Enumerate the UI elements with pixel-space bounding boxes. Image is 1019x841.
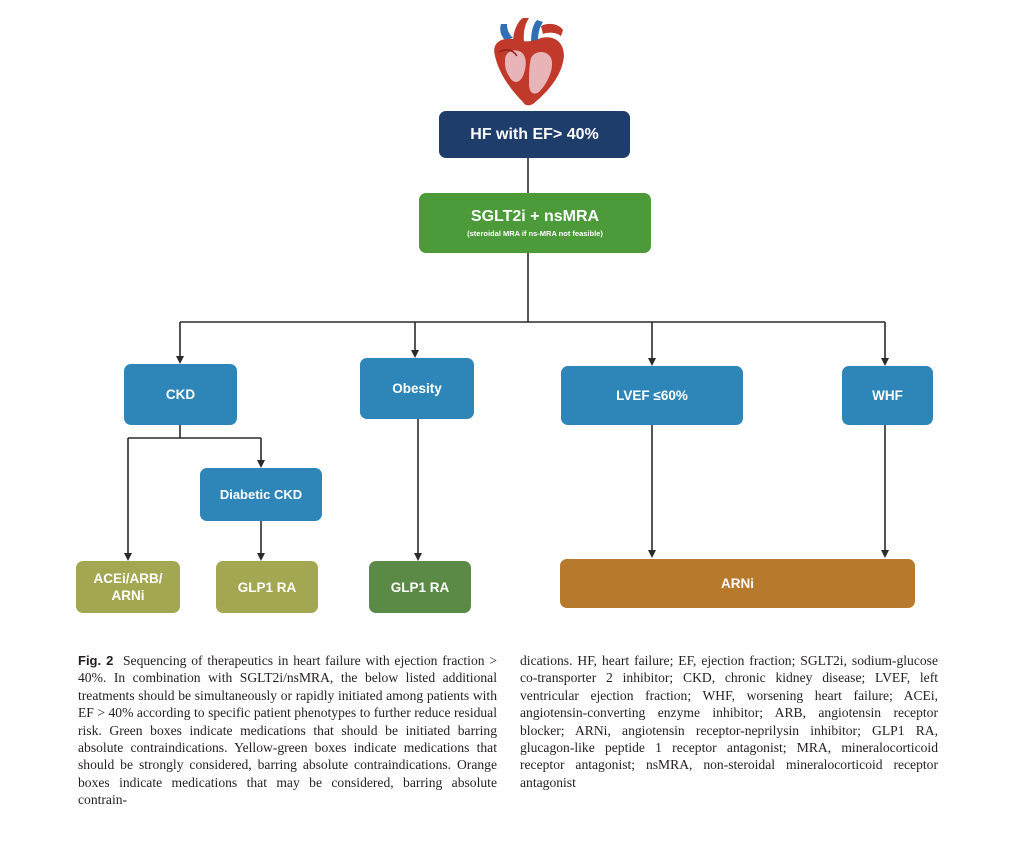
caption-right-text: dications. HF, heart failure; EF, ejecti…: [520, 653, 938, 790]
therapy-box: SGLT2i + nsMRA (steroidal MRA if ns-MRA …: [419, 193, 651, 253]
figure-label: Fig. 2: [78, 653, 114, 668]
therapy-label: SGLT2i + nsMRA: [470, 208, 600, 225]
lvef-label: LVEF ≤60%: [616, 388, 688, 403]
diabetic-ckd-label: Diabetic CKD: [219, 487, 303, 502]
glp1-ra-ckd-label: GLP1 RA: [237, 579, 297, 595]
acei-arb-arni-box: ACEi/ARB/ ARNi: [76, 561, 180, 613]
lvef-box: LVEF ≤60%: [561, 366, 743, 425]
ckd-label: CKD: [165, 387, 196, 402]
caption-right-column: dications. HF, heart failure; EF, ejecti…: [520, 652, 938, 791]
glp1-ra-ckd-box: GLP1 RA: [216, 561, 318, 613]
arni-box: ARNi: [560, 559, 915, 608]
acei-arb-arni-label: ACEi/ARB/ ARNi: [93, 571, 163, 603]
therapy-note: (steroidal MRA if ns-MRA not feasible): [467, 229, 603, 238]
glp1-ra-obesity-label: GLP1 RA: [390, 579, 450, 595]
ckd-box: CKD: [124, 364, 237, 425]
whf-label: WHF: [872, 388, 903, 403]
glp1-ra-obesity-box: GLP1 RA: [369, 561, 471, 613]
diabetic-ckd-box: Diabetic CKD: [200, 468, 322, 521]
caption-left-column: Fig. 2 Sequencing of therapeutics in hea…: [78, 652, 497, 809]
obesity-label: Obesity: [392, 381, 442, 396]
connector-lines: [124, 158, 889, 561]
heart-icon: [494, 18, 564, 106]
caption-left-text: Sequencing of therapeutics in heart fail…: [78, 653, 498, 808]
hf-root-label: HF with EF> 40%: [470, 125, 599, 143]
whf-box: WHF: [842, 366, 933, 425]
obesity-box: Obesity: [360, 358, 474, 419]
hf-root-box: HF with EF> 40%: [439, 111, 630, 158]
flow-diagram: HF with EF> 40% SGLT2i + nsMRA (steroida…: [76, 18, 933, 613]
arni-label: ARNi: [721, 576, 754, 591]
